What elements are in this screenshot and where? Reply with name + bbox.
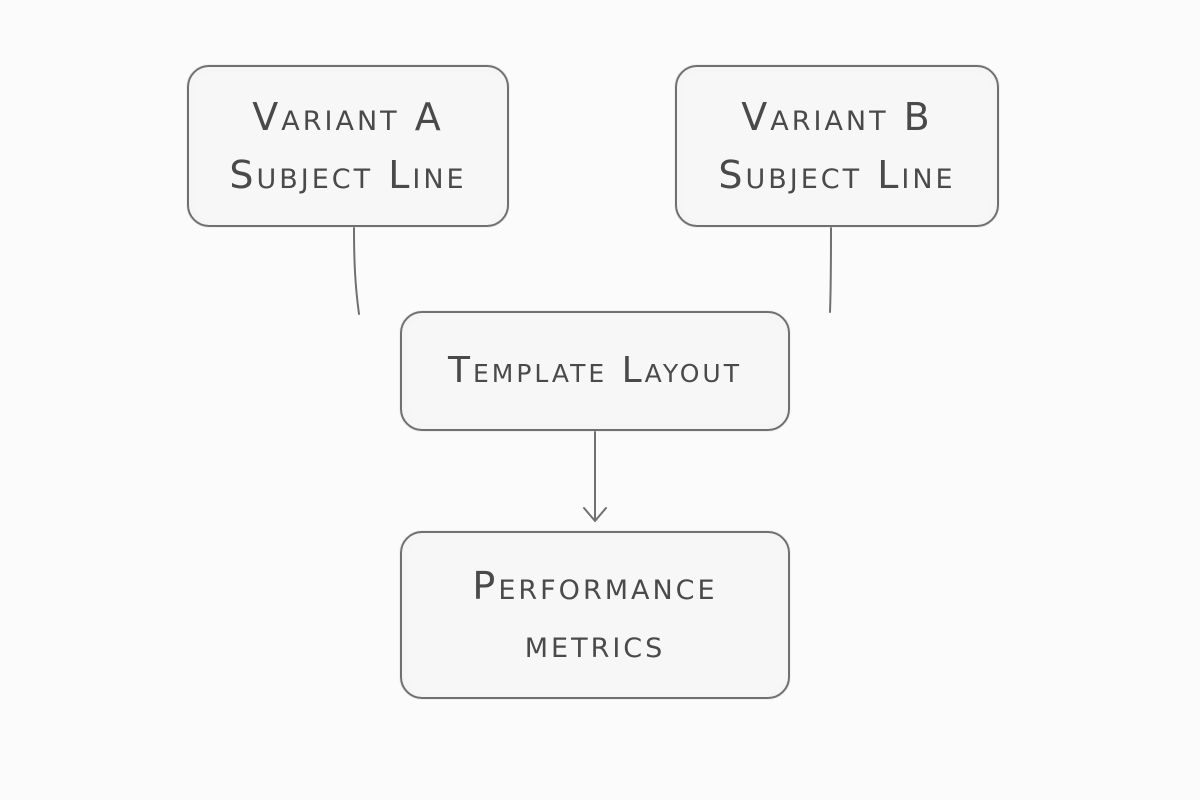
performance-metrics-node: Performance metrics xyxy=(400,531,790,699)
variant-a-label: Variant A Subject Line xyxy=(229,95,467,197)
performance-metrics-label: Performance metrics xyxy=(472,564,718,666)
edge-variant-b-to-template xyxy=(829,227,832,313)
template-layout-node: Template Layout xyxy=(400,311,790,431)
variant-b-label: Variant B Subject Line xyxy=(718,95,956,197)
variant-a-node: Variant A Subject Line xyxy=(187,65,509,227)
arrowhead-icon xyxy=(583,507,607,522)
template-layout-label: Template Layout xyxy=(448,350,742,391)
edge-variant-a-to-template xyxy=(353,227,360,315)
variant-b-node: Variant B Subject Line xyxy=(675,65,999,227)
